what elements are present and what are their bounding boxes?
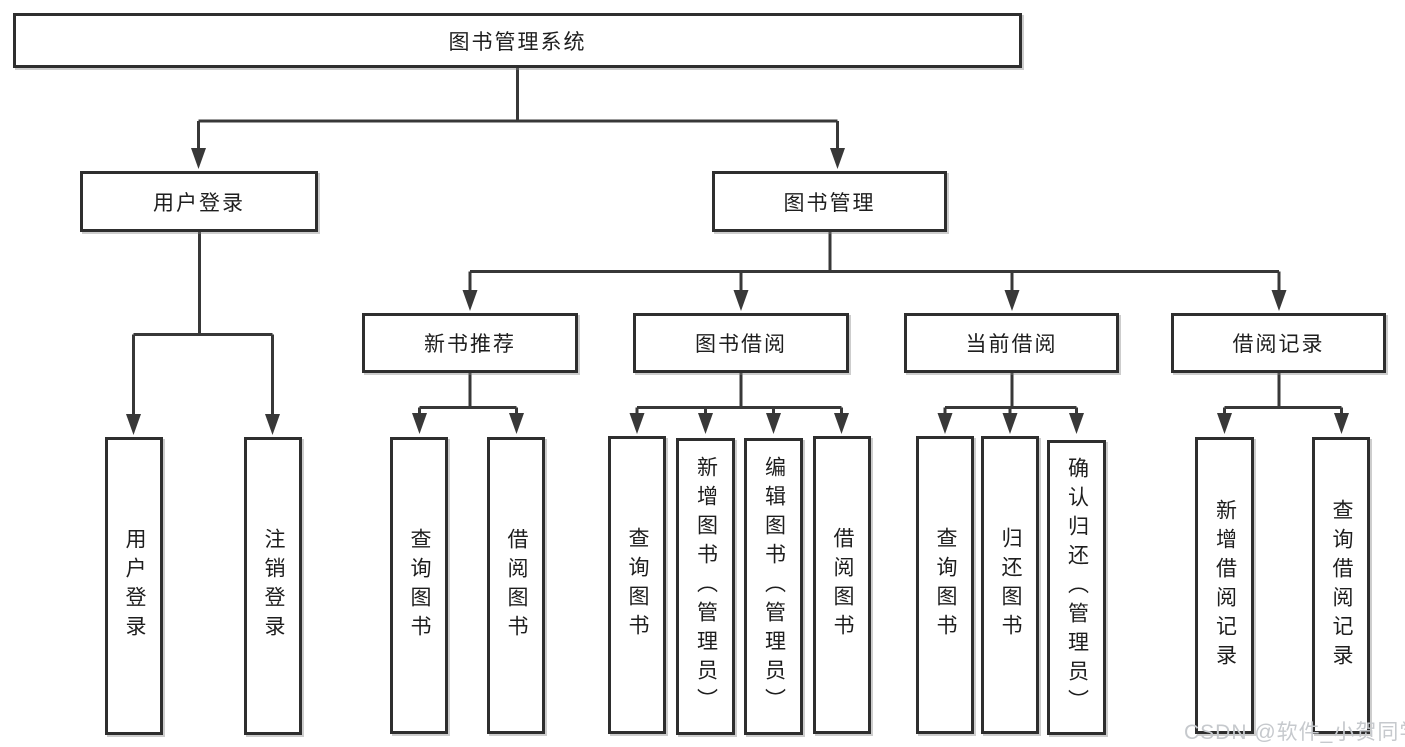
node-label: 用户登录 [153, 191, 245, 215]
arrow-down-icon [830, 148, 845, 169]
arrow-down-icon [1334, 413, 1349, 434]
node-label: 新书推荐 [424, 333, 516, 356]
arrow-down-icon [1217, 413, 1232, 434]
node-label: 编辑图书（管理员） [762, 456, 786, 717]
arrow-down-icon [265, 414, 280, 435]
arrow-down-icon [126, 414, 141, 435]
leaf-records-add-borrow-record: 新增借阅记录 [1195, 437, 1254, 734]
node-book-borrowing: 图书借阅 [633, 313, 849, 373]
node-library-system: 图书管理系统 [13, 13, 1022, 68]
connector-book-borrowing-to-leaves [629, 373, 849, 434]
node-label: 用户登录 [123, 528, 146, 644]
node-label: 借阅记录 [1232, 333, 1325, 356]
node-borrowing-records: 借阅记录 [1171, 313, 1386, 373]
arrow-down-icon [937, 413, 953, 434]
leaf-borrowing-add-books-admin: 新增图书（管理员） [676, 438, 735, 735]
node-label: 新增借阅记录 [1213, 498, 1237, 673]
node-book-management: 图书管理 [712, 171, 947, 232]
leaf-current-confirm-return-admin: 确认归还（管理员） [1047, 440, 1106, 735]
leaf-borrowing-borrow-books: 借阅图书 [813, 436, 871, 734]
leaf-user-login: 用户登录 [105, 437, 163, 735]
arrow-down-icon [1002, 413, 1018, 434]
connector-book-management-to-level3 [462, 232, 1287, 311]
node-label: 查询借阅记录 [1330, 498, 1353, 673]
node-label: 新增图书（管理员） [694, 456, 718, 717]
leaf-borrowing-edit-books-admin: 编辑图书（管理员） [744, 438, 803, 735]
node-label: 归还图书 [999, 527, 1022, 643]
node-user-login: 用户登录 [80, 171, 318, 232]
node-label: 查询图书 [934, 527, 957, 643]
connector-new-book-recommend-to-leaves [412, 373, 524, 434]
leaf-recommend-borrow-books: 借阅图书 [487, 437, 545, 734]
node-label: 借阅图书 [505, 527, 528, 644]
node-label: 查询图书 [408, 527, 431, 644]
node-label: 当前借阅 [965, 333, 1058, 356]
connector-current-borrowing-to-leaves [937, 373, 1084, 434]
arrow-down-icon [733, 290, 749, 311]
node-label: 图书借阅 [695, 333, 787, 356]
connector-borrowing-records-to-leaves [1217, 373, 1349, 434]
arrow-down-icon [766, 413, 781, 434]
leaf-records-query-borrow-record: 查询借阅记录 [1312, 437, 1370, 734]
leaf-current-return-books: 归还图书 [981, 436, 1039, 734]
arrow-down-icon [412, 413, 427, 434]
node-label: 图书管理 [783, 191, 876, 215]
node-new-book-recommend: 新书推荐 [362, 313, 578, 373]
connector-root-to-level2 [191, 68, 845, 169]
arrow-down-icon [462, 290, 478, 311]
leaf-current-query-books: 查询图书 [916, 436, 974, 734]
node-label: 注销登录 [262, 528, 285, 644]
arrow-down-icon [1271, 290, 1287, 311]
arrow-down-icon [629, 413, 645, 434]
leaf-logout-login: 注销登录 [244, 437, 302, 735]
node-label: 确认归还（管理员） [1065, 457, 1089, 718]
connector-user-login-to-leaves [126, 232, 280, 435]
node-label: 图书管理系统 [448, 30, 587, 54]
arrow-down-icon [191, 148, 206, 169]
csdn-watermark: CSDN @软件_小贺同学 [1184, 721, 1405, 744]
arrow-down-icon [1004, 290, 1020, 311]
leaf-recommend-query-books: 查询图书 [390, 437, 448, 734]
arrow-down-icon [834, 413, 849, 434]
node-current-borrowing: 当前借阅 [904, 313, 1119, 373]
node-label: 借阅图书 [831, 527, 854, 643]
arrow-down-icon [698, 413, 713, 434]
leaf-borrowing-query-books: 查询图书 [608, 436, 666, 734]
arrow-down-icon [509, 413, 524, 434]
node-label: 查询图书 [626, 527, 649, 643]
arrow-down-icon [1069, 413, 1084, 434]
